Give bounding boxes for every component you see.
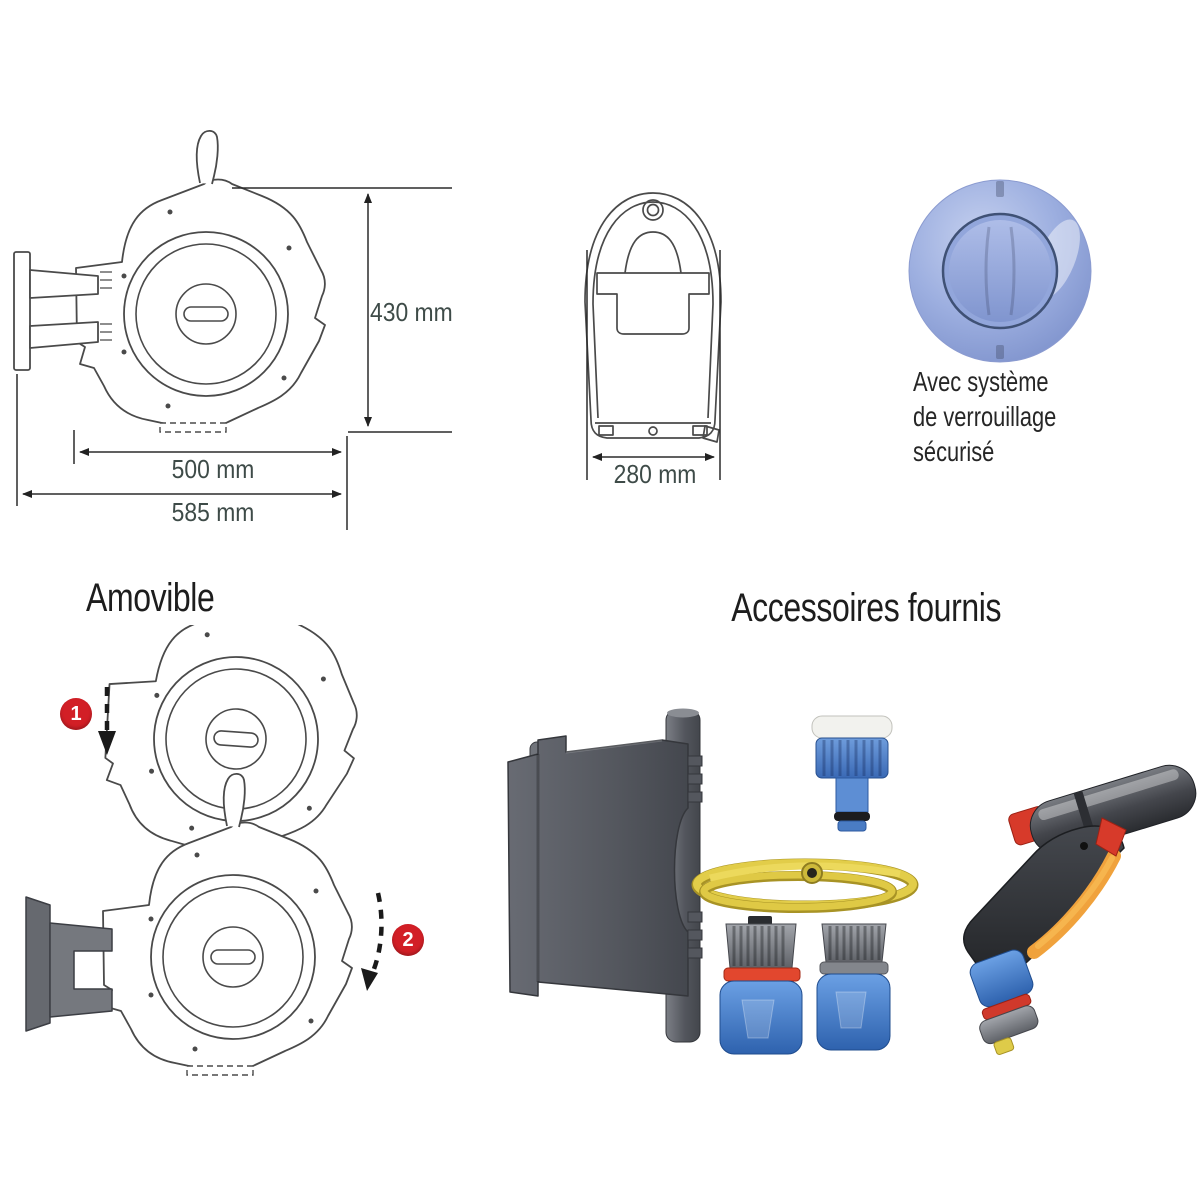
removable-title: Amovible (86, 576, 215, 620)
hose-reel-side-view-drawing (13, 129, 452, 530)
wall-bracket-image (507, 708, 703, 1043)
removable-steps-drawing (25, 625, 384, 1076)
locking-caption: Avec système de verrouillage sécurisé (913, 364, 1097, 469)
spray-gun-image (962, 764, 1197, 1056)
dimension-lines (586, 250, 721, 480)
step-2-arrow-icon (361, 892, 384, 991)
step-1-badge: 1 (60, 698, 92, 730)
dimension-label-total-width: 585 mm (171, 497, 255, 527)
locking-caption-line1: Avec système (913, 366, 1049, 397)
accessories-title: Accessoires fournis (731, 586, 1002, 630)
dimension-label-depth: 280 mm (613, 459, 697, 489)
hose-connector-aquastop-image (719, 916, 803, 1055)
tap-connector-image (811, 715, 893, 832)
locking-caption-line3: sécurisé (913, 436, 995, 467)
hose-reel-front-view-drawing (584, 192, 722, 480)
step-2-badge: 2 (392, 924, 424, 956)
dimension-label-width: 500 mm (171, 454, 255, 484)
locking-caption-line2: de verrouillage (913, 401, 1057, 432)
hose-connector-image (816, 923, 891, 1051)
hose-coil-image (691, 858, 919, 913)
accessories-photo (507, 708, 1197, 1056)
wall-bracket-filled-drawing (25, 896, 113, 1032)
wall-bracket-drawing (13, 251, 112, 371)
step-1-arrow-icon (98, 687, 116, 755)
locking-knob-image (908, 179, 1092, 363)
dimension-label-height: 430 mm (370, 297, 453, 327)
dimension-lines (16, 187, 452, 530)
